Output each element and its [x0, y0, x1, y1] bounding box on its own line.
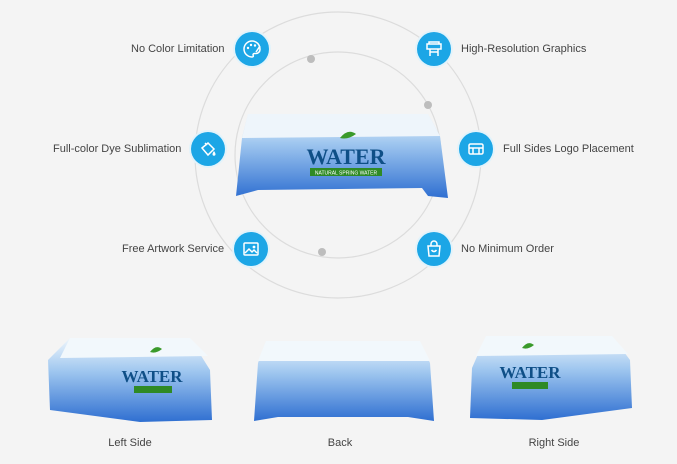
feature-label: Free Artwork Service: [122, 243, 225, 255]
feature-no-color-limitation: No Color Limitation: [131, 32, 269, 66]
tablecloth-right-view: WATER: [470, 336, 632, 420]
tablecloth-icon: [459, 132, 493, 166]
shopping-bag-icon: [417, 232, 451, 266]
feature-full-sides-logo: Full Sides Logo Placement: [459, 132, 634, 166]
feature-label: High-Resolution Graphics: [461, 43, 587, 55]
feature-label: No Color Limitation: [131, 43, 225, 55]
feature-label: Full-color Dye Sublimation: [53, 143, 182, 155]
view-caption-right: Right Side: [528, 437, 580, 449]
tablecloth-back-view: [254, 341, 434, 421]
feature-no-minimum-order: No Minimum Order: [417, 232, 554, 266]
feature-label: No Minimum Order: [461, 243, 554, 255]
tablecloth-front-view: WATER NATURAL SPRING WATER: [236, 114, 448, 198]
feature-dye-sublimation: Full-color Dye Sublimation: [53, 132, 226, 166]
brand-logo: WATER NATURAL SPRING WATER: [306, 131, 387, 177]
tablecloth-left-view: WATER: [48, 338, 212, 422]
image-icon: [234, 232, 269, 266]
printer-icon: [417, 32, 451, 66]
view-caption-back: Back: [327, 437, 353, 449]
brand-tagline: NATURAL SPRING WATER: [315, 171, 378, 177]
feature-label: Full Sides Logo Placement: [503, 143, 634, 155]
palette-icon: [234, 32, 269, 66]
brand-name: WATER: [499, 363, 561, 382]
feature-free-artwork: Free Artwork Service: [122, 232, 269, 266]
view-caption-left: Left Side: [108, 437, 152, 449]
brand-name: WATER: [306, 144, 386, 169]
brand-name: WATER: [121, 367, 183, 386]
paint-bucket-icon: [191, 132, 226, 166]
feature-high-resolution: High-Resolution Graphics: [417, 32, 586, 66]
